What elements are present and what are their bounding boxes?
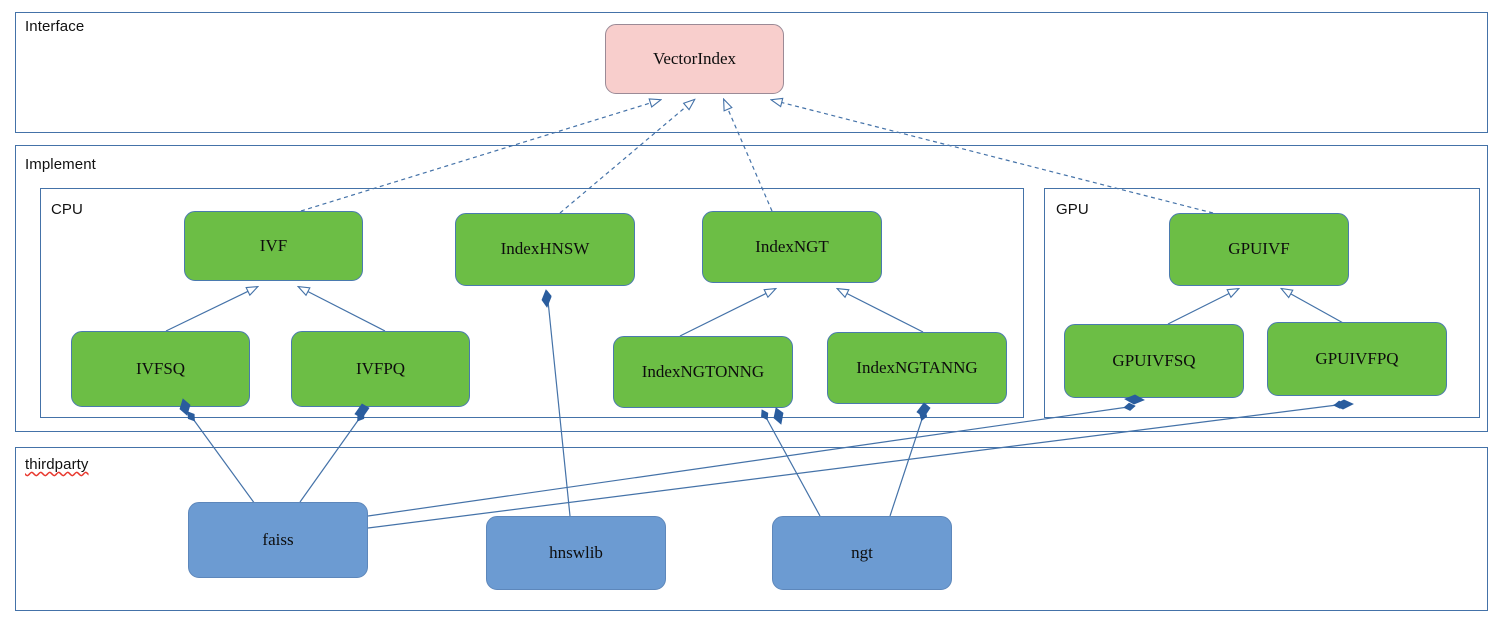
node-label-gpuivf: GPUIVF	[1228, 239, 1290, 259]
node-ivfsq[interactable]: IVFSQ	[71, 331, 250, 407]
node-ivf[interactable]: IVF	[184, 211, 363, 281]
node-label-vectorindex: VectorIndex	[652, 48, 737, 68]
node-faiss[interactable]: faiss	[188, 502, 368, 578]
node-indexngtanng[interactable]: IndexNGTANNG	[827, 332, 1007, 404]
group-label-thirdparty: thirdparty	[25, 456, 89, 473]
group-label-interface: Interface	[25, 18, 85, 35]
node-label-indexngtanng: IndexNGTANNG	[856, 357, 978, 377]
node-label-ivf: IVF	[259, 235, 288, 255]
node-gpuivfsq[interactable]: GPUIVFSQ	[1064, 324, 1244, 398]
node-label-ngt: ngt	[851, 542, 873, 562]
node-label-indexngt: IndexNGT	[755, 236, 829, 256]
node-label-ivfpq: IVFPQ	[355, 358, 406, 378]
node-label-faiss: faiss	[262, 529, 294, 549]
node-label-indexngtonng: IndexNGTONNG	[641, 361, 765, 381]
node-gpuivfpq[interactable]: GPUIVFPQ	[1267, 322, 1447, 396]
node-label-gpuivfsq: GPUIVFSQ	[1112, 350, 1196, 370]
node-ngt[interactable]: ngt	[772, 516, 952, 590]
node-indexngt[interactable]: IndexNGT	[702, 211, 882, 283]
group-label-cpu: CPU	[51, 201, 83, 218]
node-gpuivf[interactable]: GPUIVF	[1169, 213, 1349, 286]
node-label-ivfsq: IVFSQ	[135, 358, 186, 378]
node-vectorindex[interactable]: VectorIndex	[605, 24, 784, 94]
node-hnswlib[interactable]: hnswlib	[486, 516, 666, 590]
node-label-indexhnsw: IndexHNSW	[500, 239, 590, 259]
node-label-hnswlib: hnswlib	[549, 542, 603, 562]
group-label-gpu: GPU	[1056, 201, 1089, 218]
node-indexhnsw[interactable]: IndexHNSW	[455, 213, 635, 286]
node-label-gpuivfpq: GPUIVFPQ	[1315, 348, 1399, 368]
group-label-implement: Implement	[25, 156, 96, 173]
node-indexngtonng[interactable]: IndexNGTONNG	[613, 336, 793, 408]
node-ivfpq[interactable]: IVFPQ	[291, 331, 470, 407]
